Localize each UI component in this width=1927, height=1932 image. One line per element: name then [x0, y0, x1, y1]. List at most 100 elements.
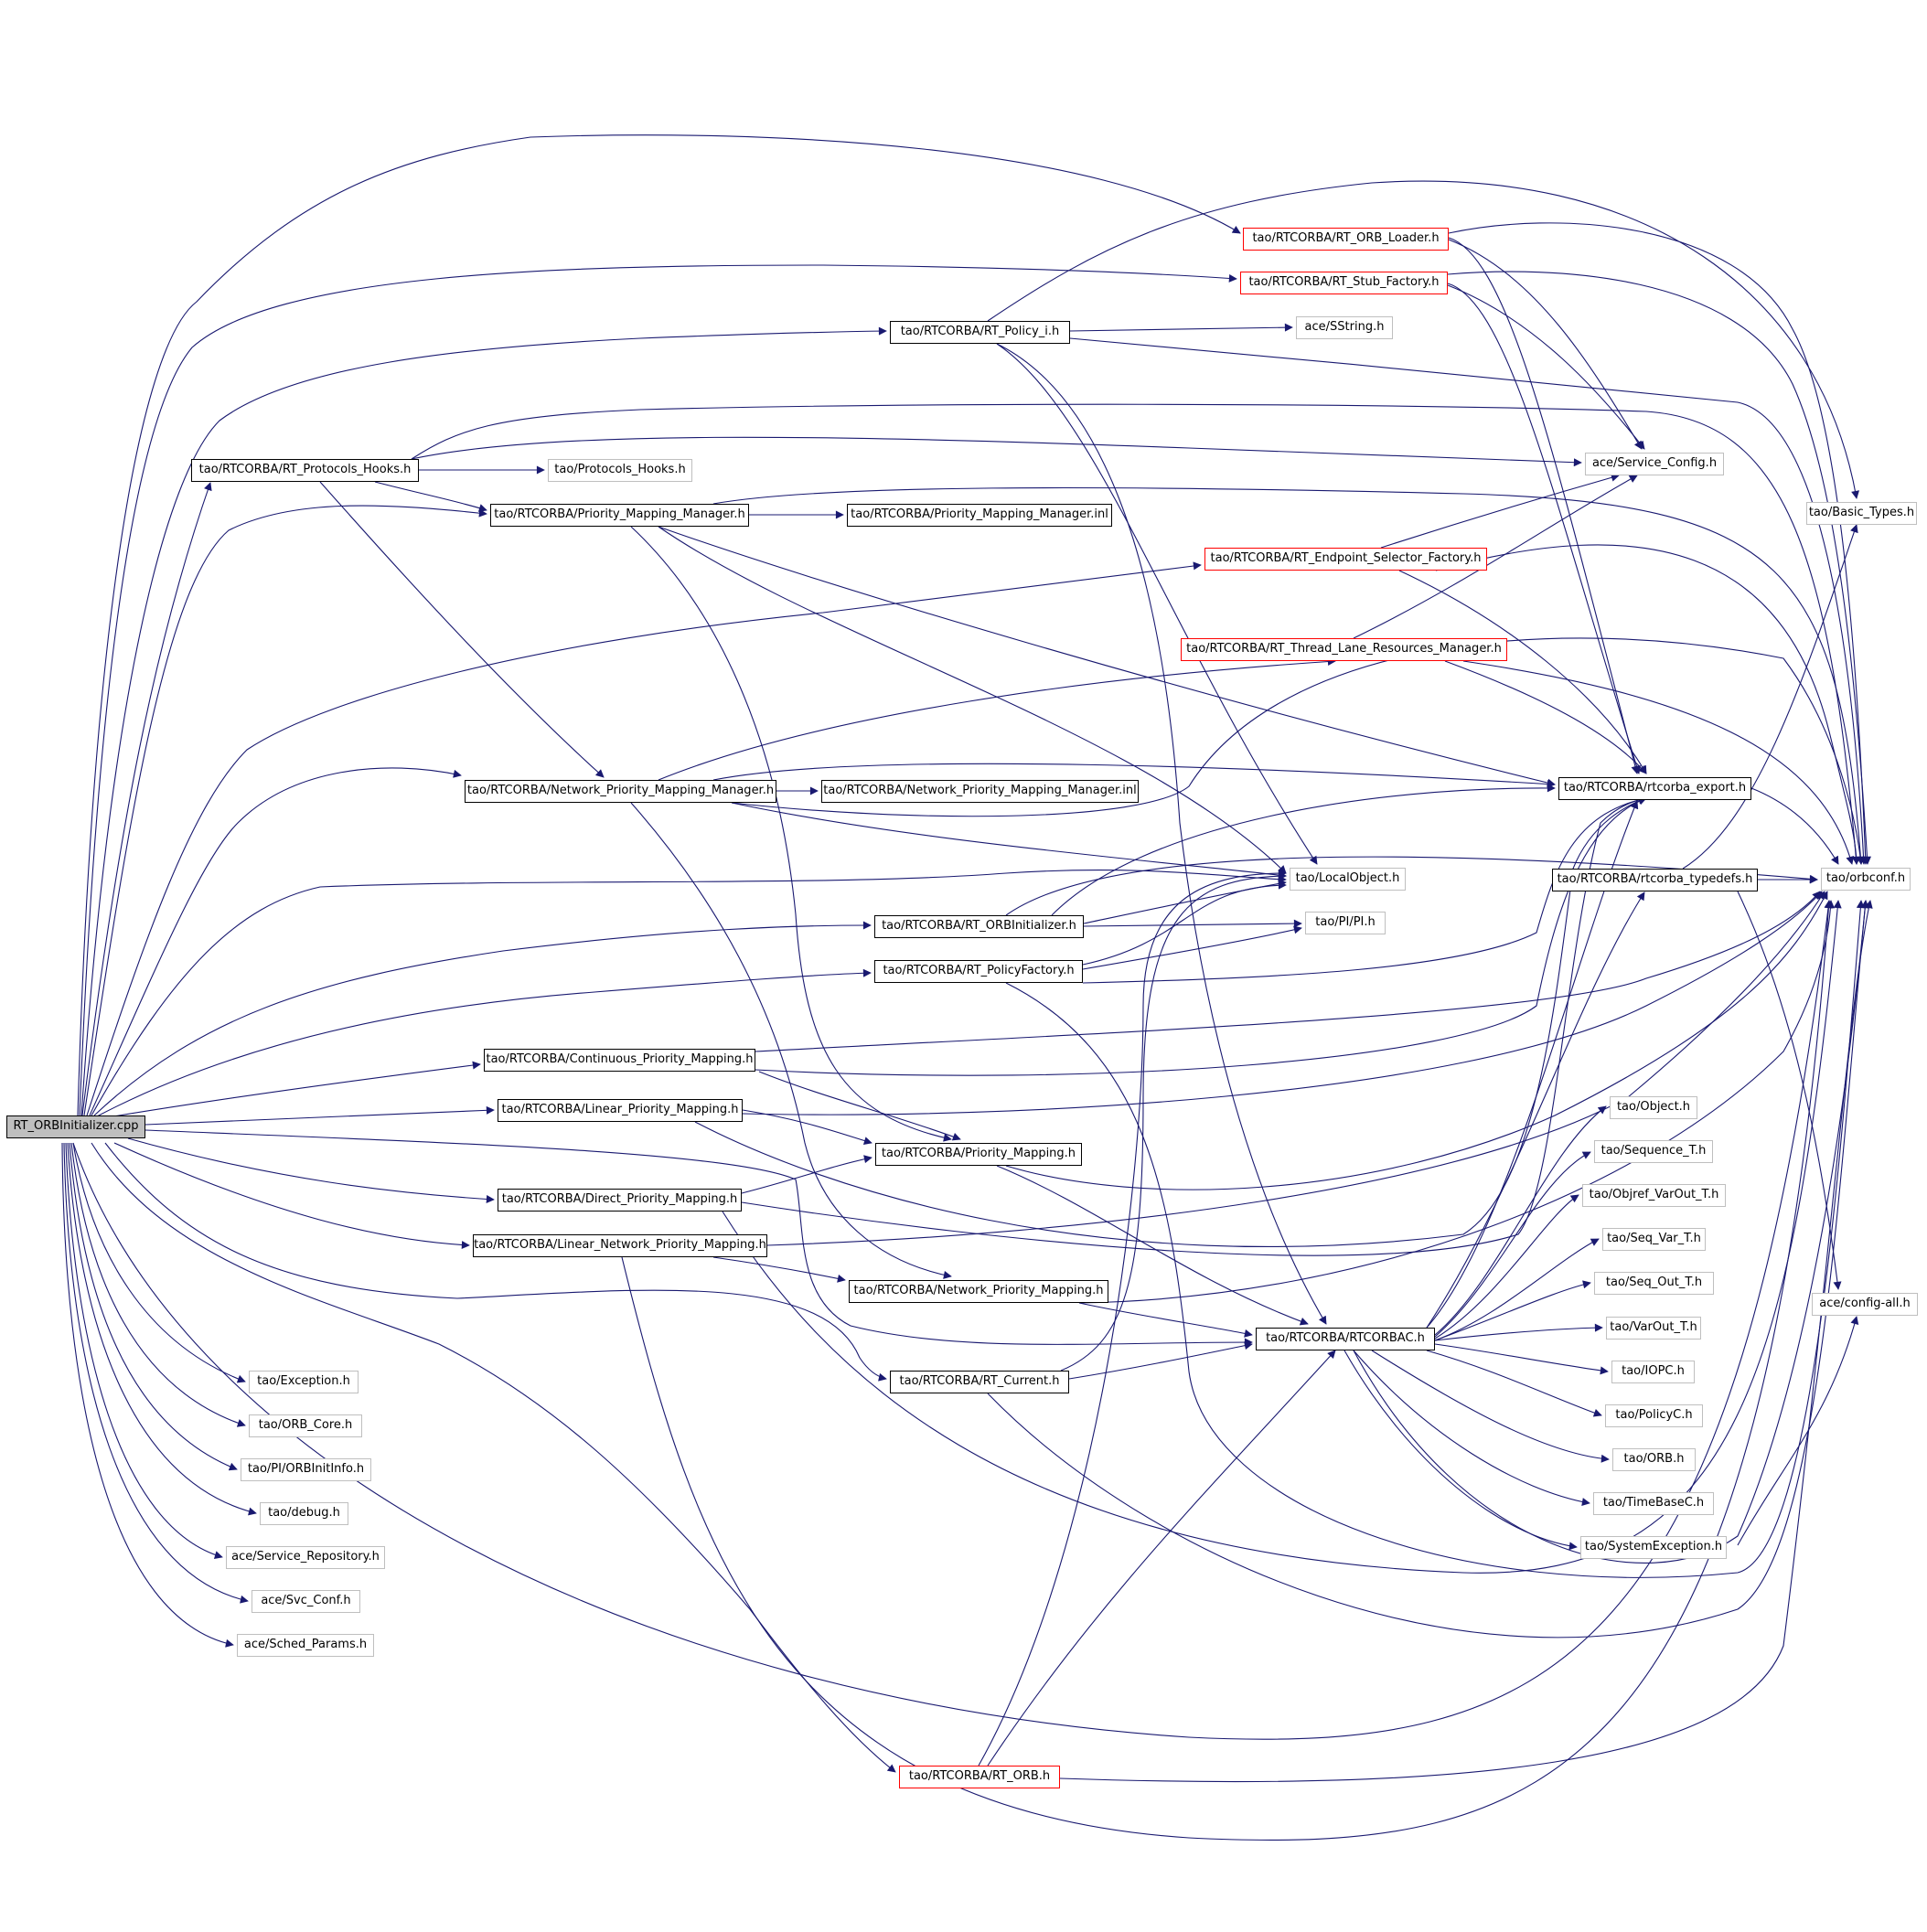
e-policyfactory-rtcorba-export — [1082, 795, 1647, 984]
e-thread-orbconf — [1462, 660, 1855, 865]
e-policy-i-basic-types — [987, 180, 1860, 499]
node-rt-thread-lane-resources-manager-h[interactable]: tao/RTCORBA/RT_Thread_Lane_Resources_Man… — [1181, 638, 1507, 661]
e-rtcorbac-policyc — [1426, 1350, 1602, 1417]
node-tao-localobject-h[interactable]: tao/LocalObject.h — [1290, 868, 1406, 891]
e-root-localobject — [91, 870, 1287, 1116]
node-tao-orb-core-h[interactable]: tao/ORB_Core.h — [249, 1414, 362, 1437]
node-tao-seq-out-t-h[interactable]: tao/Seq_Out_T.h — [1594, 1272, 1714, 1295]
node-rt-orbinitializer-h[interactable]: tao/RTCORBA/RT_ORBInitializer.h — [874, 915, 1084, 938]
e-root-protocols-hooks — [81, 482, 212, 1116]
e-rtcorbac-seq-out — [1434, 1280, 1591, 1341]
e-root-debug — [67, 1142, 257, 1516]
node-linear-priority-mapping-h[interactable]: tao/RTCORBA/Linear_Priority_Mapping.h — [498, 1099, 743, 1122]
e-root-linear-pm — [145, 1105, 495, 1126]
e-priority-mapping-rtcorbac — [996, 1165, 1309, 1326]
e-pmm-rtcorba-export — [658, 526, 1556, 787]
e-rtcorbac-orbconf — [1353, 900, 1869, 1564]
e-root-endpoint-sel — [86, 561, 1202, 1116]
e-rtcorbac-orb-h — [1371, 1350, 1610, 1463]
e-rtcorbac-objref — [1434, 1194, 1579, 1340]
node-continuous-priority-mapping-h[interactable]: tao/RTCORBA/Continuous_Priority_Mapping.… — [484, 1049, 755, 1072]
node-tao-iopc-h[interactable]: tao/IOPC.h — [1611, 1361, 1695, 1383]
node-tao-varout-t-h[interactable]: tao/VarOut_T.h — [1606, 1317, 1701, 1340]
node-rt-orb-h[interactable]: tao/RTCORBA/RT_ORB.h — [899, 1766, 1060, 1788]
e-root-orbconf-low — [72, 900, 1833, 1740]
e-root-direct-pm — [127, 1137, 495, 1203]
e-rtcorba-export-orbconf — [1750, 787, 1839, 865]
e-ph-pmm — [374, 481, 487, 512]
node-tao-orb-h[interactable]: tao/ORB.h — [1612, 1448, 1696, 1471]
node-priority-mapping-manager-h[interactable]: tao/RTCORBA/Priority_Mapping_Manager.h — [490, 504, 749, 527]
node-ace-service-repository-h[interactable]: ace/Service_Repository.h — [226, 1546, 385, 1569]
e-orb-loader-rtcorba-export — [1448, 237, 1640, 774]
e-rtcorbac-iopc — [1434, 1343, 1609, 1375]
e-policy-i-sstring — [1069, 323, 1293, 332]
node-ace-service-config-h[interactable]: ace/Service_Config.h — [1585, 453, 1724, 475]
e-policyfactory-localobject — [1082, 881, 1287, 966]
e-npm-orbconf — [1078, 900, 1836, 1304]
node-rt-protocols-hooks-h[interactable]: tao/RTCORBA/RT_Protocols_Hooks.h — [191, 459, 419, 482]
node-tao-policyc-h[interactable]: tao/PolicyC.h — [1605, 1404, 1703, 1427]
node-tao-pi-orbinitinfo-h[interactable]: tao/PI/ORBInitInfo.h — [241, 1458, 371, 1481]
node-tao-systemexception-h[interactable]: tao/SystemException.h — [1580, 1536, 1727, 1559]
node-tao-seq-var-t-h[interactable]: tao/Seq_Var_T.h — [1602, 1228, 1706, 1251]
e-root-orb-core — [70, 1142, 246, 1427]
node-tao-objref-varout-t-h[interactable]: tao/Objref_VarOut_T.h — [1582, 1184, 1726, 1207]
e-root-linear-npm — [113, 1142, 470, 1250]
node-tao-protocols-hooks-h[interactable]: tao/Protocols_Hooks.h — [548, 459, 692, 482]
node-rt-current-h[interactable]: tao/RTCORBA/RT_Current.h — [890, 1371, 1069, 1393]
node-tao-orbconf-h[interactable]: tao/orbconf.h — [1821, 868, 1911, 891]
e-policy-i-rtcorbac — [996, 343, 1327, 1325]
node-tao-exception-h[interactable]: tao/Exception.h — [249, 1371, 359, 1393]
node-tao-sequence-t-h[interactable]: tao/Sequence_T.h — [1594, 1140, 1713, 1163]
e-rtcorbac-seq-var — [1434, 1238, 1600, 1341]
e-rtinit-orbconf — [1005, 856, 1818, 916]
node-rt-endpoint-selector-factory-h[interactable]: tao/RTCORBA/RT_Endpoint_Selector_Factory… — [1204, 548, 1487, 571]
e-endpoint-service-config — [1380, 473, 1620, 549]
e-root-rt-current — [104, 1142, 887, 1382]
node-priority-mapping-h[interactable]: tao/RTCORBA/Priority_Mapping.h — [875, 1143, 1082, 1166]
node-priority-mapping-manager-inl[interactable]: tao/RTCORBA/Priority_Mapping_Manager.inl — [847, 504, 1112, 527]
e-rt-current-localobject — [1060, 871, 1287, 1372]
e-orbconf-config-all — [1737, 1316, 1859, 1546]
node-rt-orbinitializer-cpp[interactable]: RT_ORBInitializer.cpp — [6, 1115, 145, 1138]
e-root-svc-conf — [63, 1142, 249, 1604]
e-direct-orbconf-low — [722, 900, 1842, 1574]
node-tao-basic-types-h[interactable]: tao/Basic_Types.h — [1806, 502, 1917, 525]
node-network-priority-mapping-h[interactable]: tao/RTCORBA/Network_Priority_Mapping.h — [849, 1280, 1108, 1303]
e-rtcorbac-object — [1434, 1105, 1607, 1336]
e-root-npmm — [89, 767, 462, 1116]
node-linear-network-priority-mapping-h[interactable]: tao/RTCORBA/Linear_Network_Priority_Mapp… — [473, 1234, 767, 1257]
node-rt-stub-factory-h[interactable]: tao/RTCORBA/RT_Stub_Factory.h — [1240, 272, 1448, 294]
e-rtinit-localobject — [1083, 879, 1287, 924]
node-rtcorba-export-h[interactable]: tao/RTCORBA/rtcorba_export.h — [1558, 777, 1751, 800]
e-rt-orb-orbconf — [1059, 900, 1873, 1783]
e-linear-npm-orbconf-low — [621, 900, 1833, 1841]
node-rtcorbac-h[interactable]: tao/RTCORBA/RTCORBAC.h — [1256, 1328, 1435, 1350]
node-rt-policy-i-h[interactable]: tao/RTCORBA/RT_Policy_i.h — [890, 321, 1070, 344]
node-tao-object-h[interactable]: tao/Object.h — [1610, 1096, 1697, 1119]
node-ace-svc-conf-h[interactable]: ace/Svc_Conf.h — [252, 1590, 360, 1613]
node-direct-priority-mapping-h[interactable]: tao/RTCORBA/Direct_Priority_Mapping.h — [498, 1189, 742, 1212]
e-policyfactory-pi — [1082, 925, 1302, 970]
e-root-policyfactory — [96, 968, 872, 1117]
node-tao-timebasec-h[interactable]: tao/TimeBaseC.h — [1593, 1492, 1714, 1515]
e-root-orb-loader — [77, 134, 1241, 1116]
node-rt-policyfactory-h[interactable]: tao/RTCORBA/RT_PolicyFactory.h — [874, 960, 1083, 983]
node-ace-sstring-h[interactable]: ace/SString.h — [1296, 316, 1393, 339]
node-ace-sched-params-h[interactable]: ace/Sched_Params.h — [237, 1634, 374, 1657]
e-rtcorbac-varout — [1434, 1323, 1603, 1341]
e-rtinit-rtcorba-export — [1051, 784, 1556, 916]
e-pmm-localobject — [658, 526, 1287, 874]
node-rt-orb-loader-h[interactable]: tao/RTCORBA/RT_ORB_Loader.h — [1243, 228, 1449, 251]
e-linear-pm-rtcorba-export — [694, 796, 1647, 1247]
node-tao-pi-pi-h[interactable]: tao/PI/PI.h — [1305, 912, 1386, 934]
node-network-priority-mapping-manager-inl[interactable]: tao/RTCORBA/Network_Priority_Mapping_Man… — [821, 780, 1139, 803]
e-rtcorbac-sequence-t — [1434, 1151, 1591, 1338]
e-stub-factory-orbconf — [1447, 271, 1871, 865]
node-ace-config-all-h[interactable]: ace/config-all.h — [1812, 1293, 1918, 1316]
node-network-priority-mapping-manager-h[interactable]: tao/RTCORBA/Network_Priority_Mapping_Man… — [465, 780, 776, 803]
e-rtcorbac-sysexc — [1344, 1350, 1578, 1551]
node-rtcorba-typedefs-h[interactable]: tao/RTCORBA/rtcorba_typedefs.h — [1552, 869, 1758, 891]
node-tao-debug-h[interactable]: tao/debug.h — [260, 1502, 348, 1525]
